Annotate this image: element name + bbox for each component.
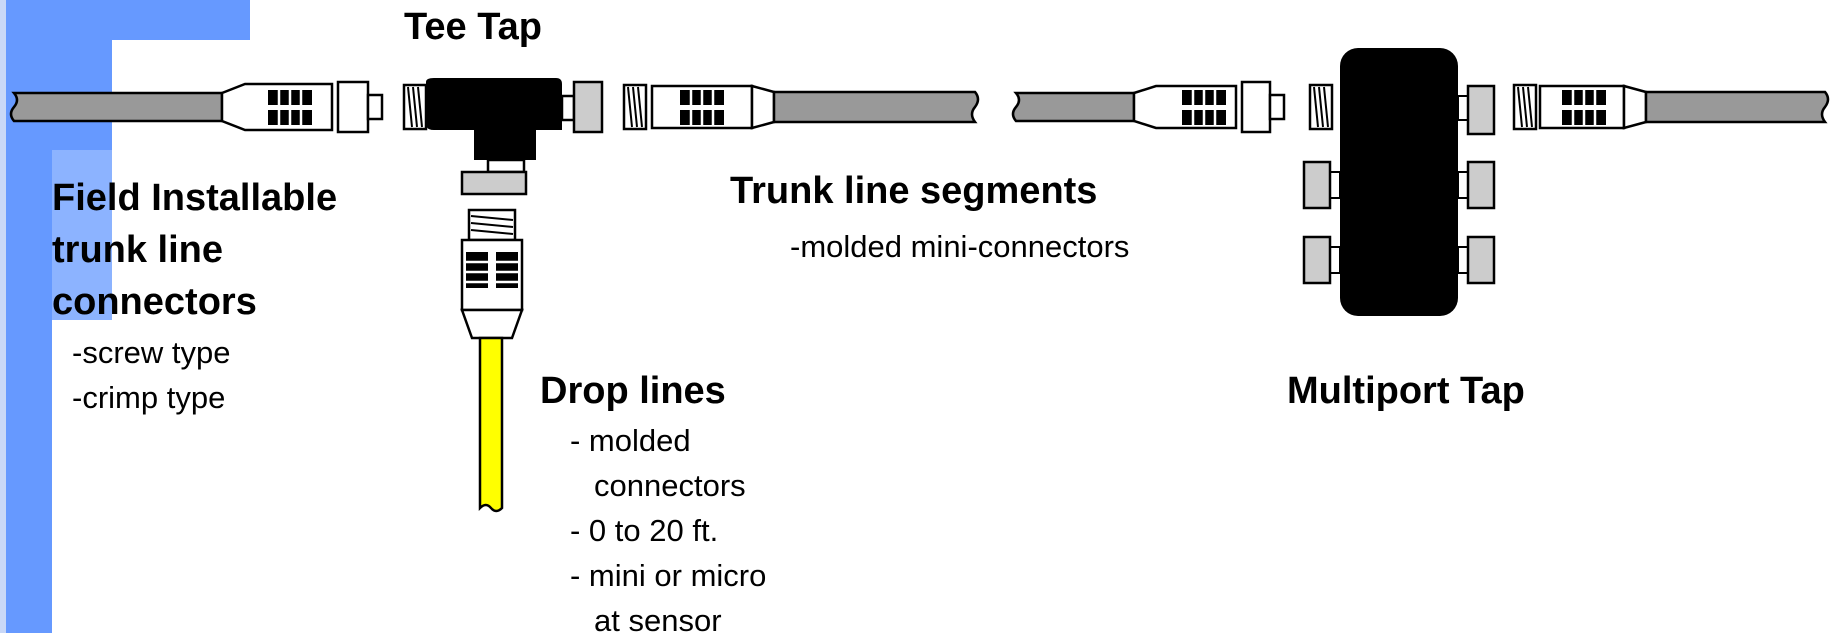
trunk-segments-title: Trunk line segments <box>730 170 1098 212</box>
drop-lines-title: Drop lines <box>540 370 726 412</box>
field-title-line: connectors <box>52 281 257 323</box>
drop-lines-items: - molded connectors - 0 to 20 ft. - mini… <box>570 418 766 643</box>
drop-line <box>460 208 524 513</box>
field-title-line: Field Installable <box>52 177 338 219</box>
field-installable-title: Field Installable trunk line connectors <box>52 172 337 328</box>
trunk-segment-1 <box>622 83 980 131</box>
drop-item: - 0 to 20 ft. <box>570 513 719 548</box>
field-item: -screw type <box>72 335 231 370</box>
drop-item: - molded <box>570 423 691 458</box>
field-title-line: trunk line <box>52 229 224 271</box>
trunk-segment-3 <box>1512 83 1830 131</box>
field-installable-items: -screw type -crimp type <box>72 330 230 420</box>
tee-tap <box>402 78 604 196</box>
drop-item: at sensor <box>594 603 722 638</box>
tee-tap-label: Tee Tap <box>404 6 542 48</box>
multiport-tap-label: Multiport Tap <box>1287 370 1525 412</box>
multiport-tap <box>1302 48 1496 316</box>
field-item: -crimp type <box>72 380 226 415</box>
trunk-segment-2 <box>1011 80 1286 134</box>
drop-item: - mini or micro <box>570 558 767 593</box>
drop-item: connectors <box>594 468 746 503</box>
field-installable-cable <box>9 80 384 134</box>
trunk-segments-item: -molded mini-connectors <box>790 229 1130 264</box>
